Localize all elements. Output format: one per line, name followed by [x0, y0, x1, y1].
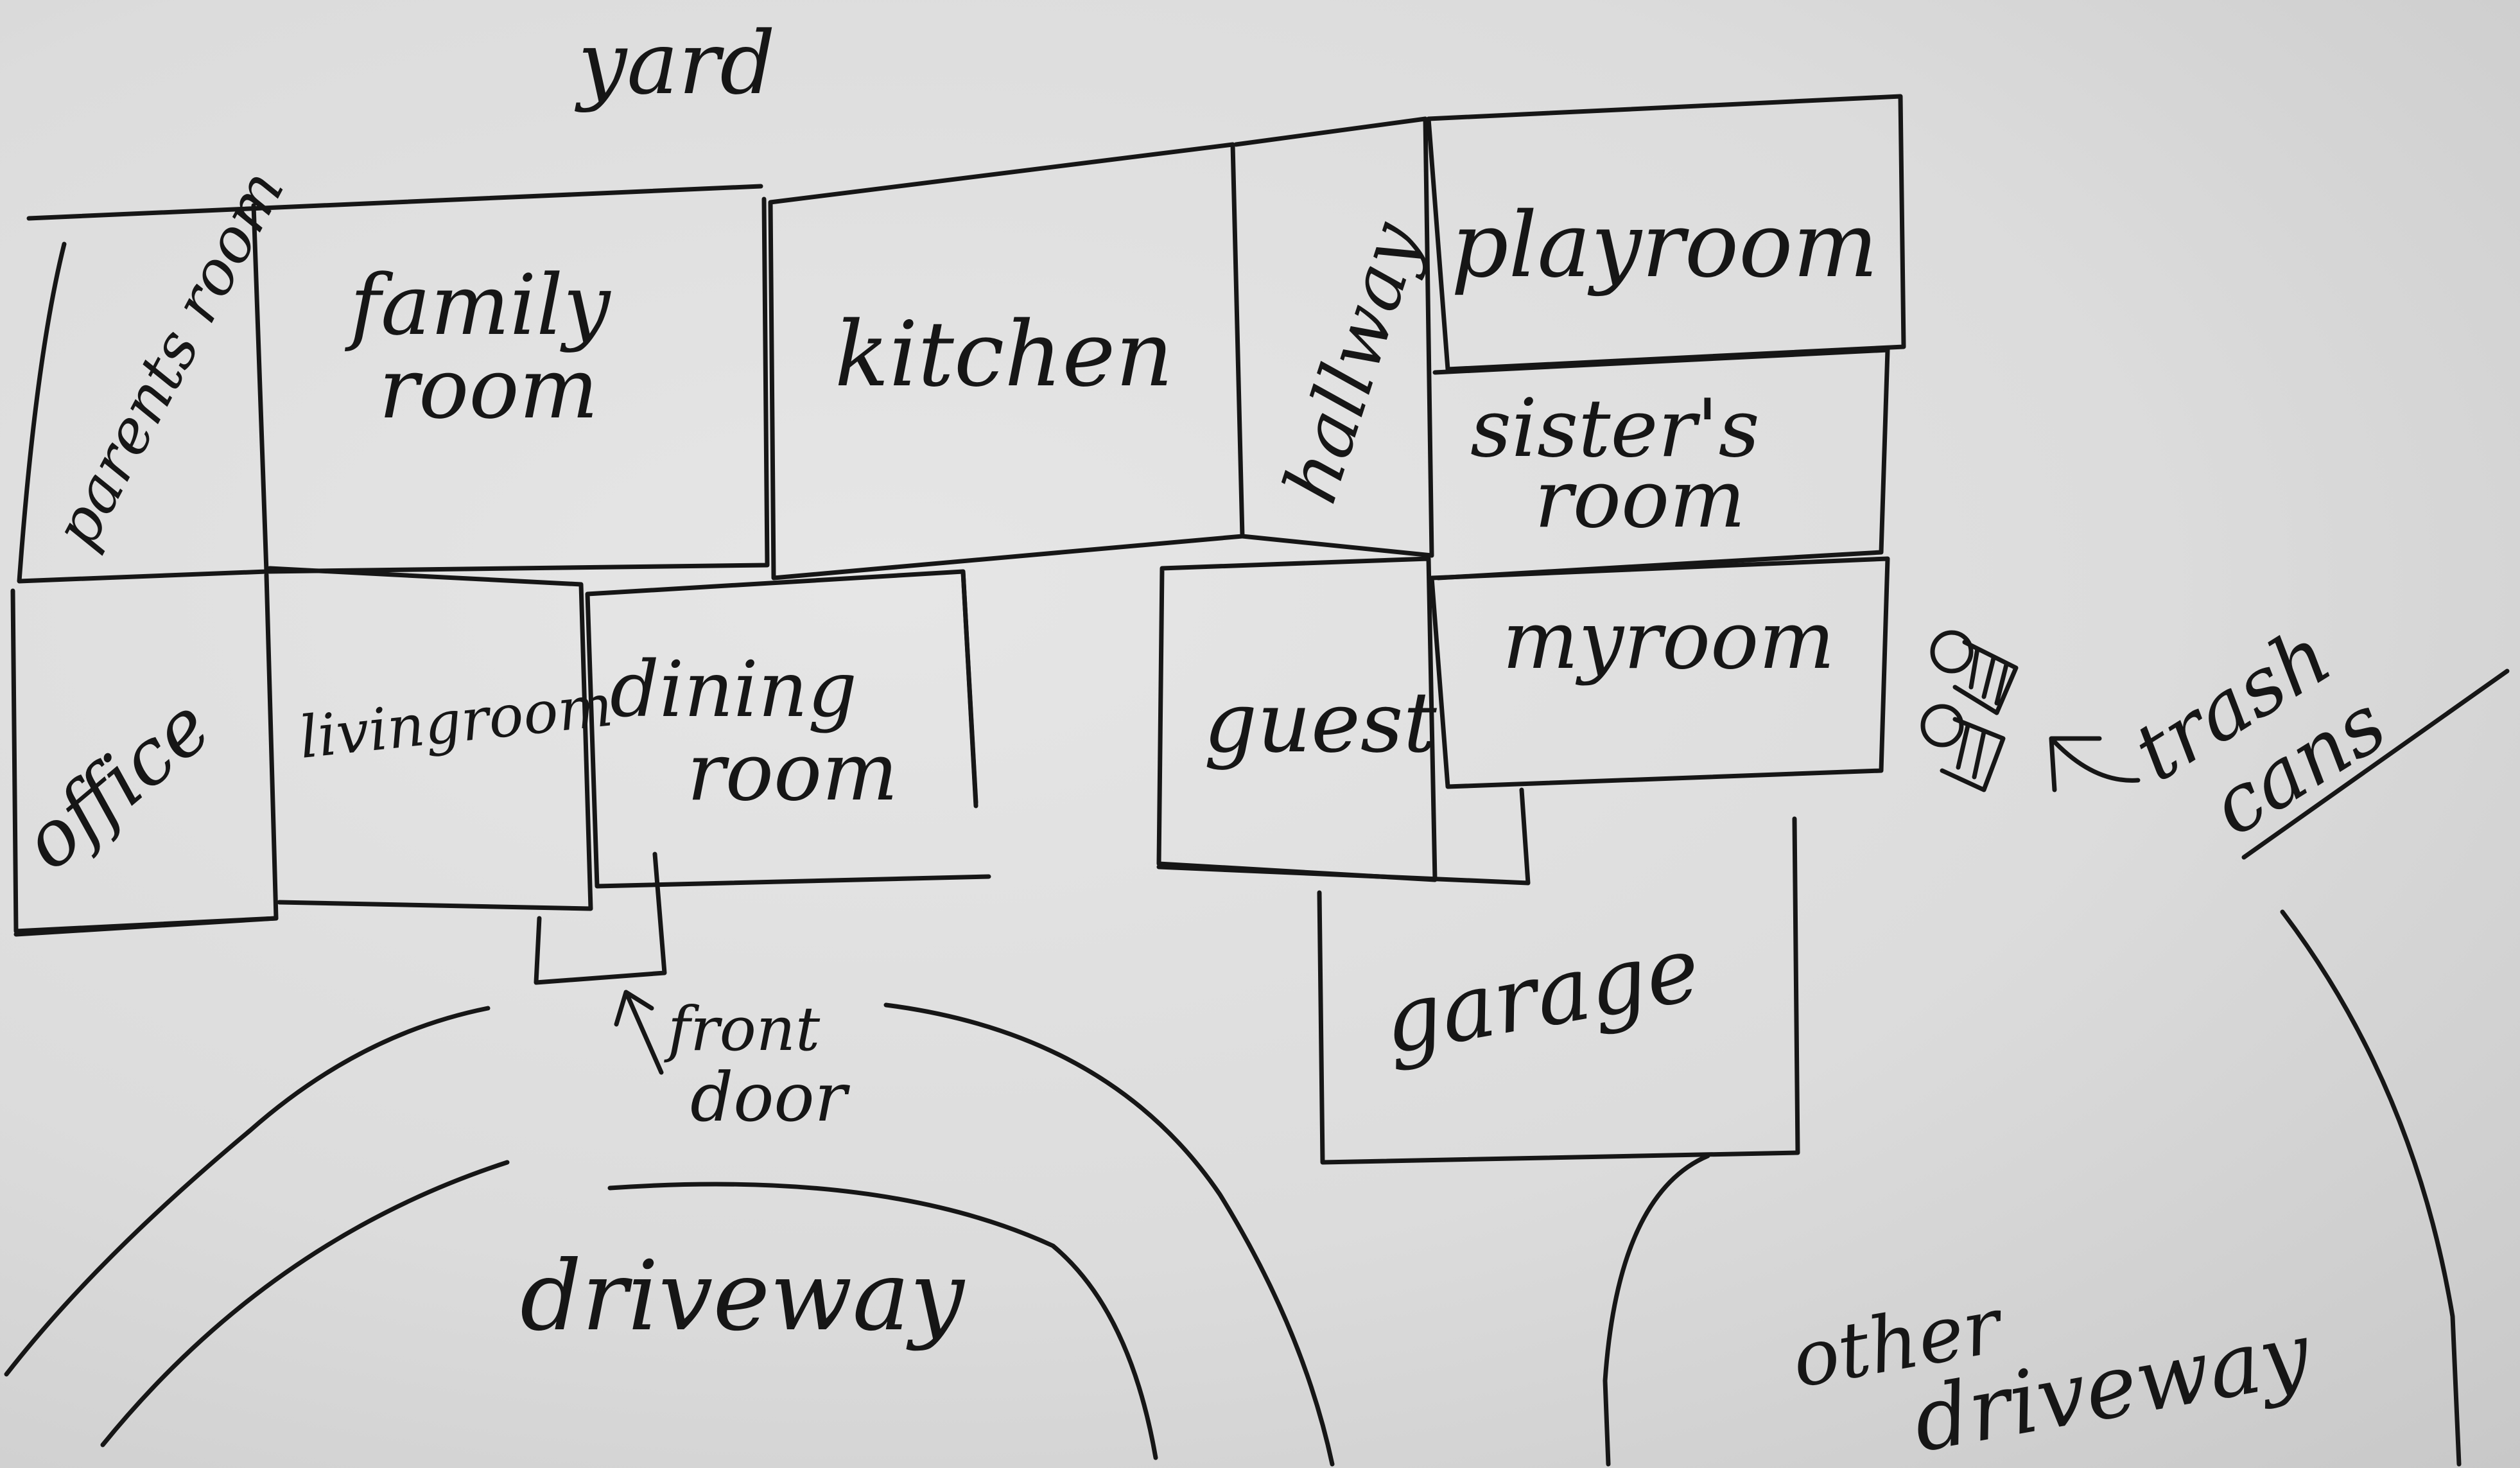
trash-cans-arrow	[2049, 736, 2141, 792]
office-bottom-wall	[13, 916, 279, 937]
sisters-room-label-line1: sister's	[1470, 382, 1760, 475]
office-label: office	[6, 681, 227, 887]
hallway-label: hallway	[1267, 211, 1439, 513]
other-driveway-right-edge	[2280, 909, 2462, 1467]
kitchen-label: kitchen	[835, 302, 1173, 407]
top-wall-left	[26, 184, 763, 221]
driveway-right-outer-edge	[883, 1002, 1335, 1467]
trash-cans-icon	[1920, 630, 2019, 792]
garage-label: garage	[1376, 916, 1708, 1075]
front-door-arrow	[614, 990, 664, 1075]
guest-label: guest	[1204, 674, 1438, 771]
family-room-right-wall	[264, 197, 770, 574]
trash-cans-underline	[2241, 668, 2510, 860]
sisters-room-outline	[1432, 347, 1890, 581]
driveway-left-outer-edge	[4, 1006, 491, 1377]
family-room-label-line1: family	[345, 256, 611, 354]
sisters-room-label-line2: room	[1534, 453, 1746, 546]
dining-room-east-wall	[960, 569, 978, 808]
playroom-label: playroom	[1451, 193, 1878, 298]
living-room-outline	[267, 566, 593, 911]
hallway-outline	[1233, 116, 1434, 558]
driveway-label: driveway	[520, 1241, 966, 1352]
yard-label: yard	[574, 13, 776, 114]
dining-room-label-line2: room	[687, 726, 898, 819]
front-door-label-line1: front	[664, 994, 821, 1065]
front-door-label-line2: door	[690, 1058, 851, 1137]
my-room-outline	[1429, 556, 1890, 789]
driveway-left-inner-edge	[100, 1160, 510, 1447]
garage-outline	[1317, 816, 1800, 1165]
family-room-label-line2: room	[379, 340, 598, 437]
playroom-outline	[1426, 94, 1906, 372]
guest-room-south-wall	[1156, 787, 1531, 886]
other-driveway-left-edge	[1603, 1153, 1710, 1467]
living-room-label: livingroom	[296, 672, 616, 772]
driveway-right-inner-edge	[607, 1182, 1158, 1460]
parents-room-outline	[17, 203, 269, 584]
dining-room-label-line1: dining	[610, 645, 857, 735]
front-door-stoop	[534, 852, 667, 985]
my-room-label: myroom	[1502, 594, 1835, 687]
